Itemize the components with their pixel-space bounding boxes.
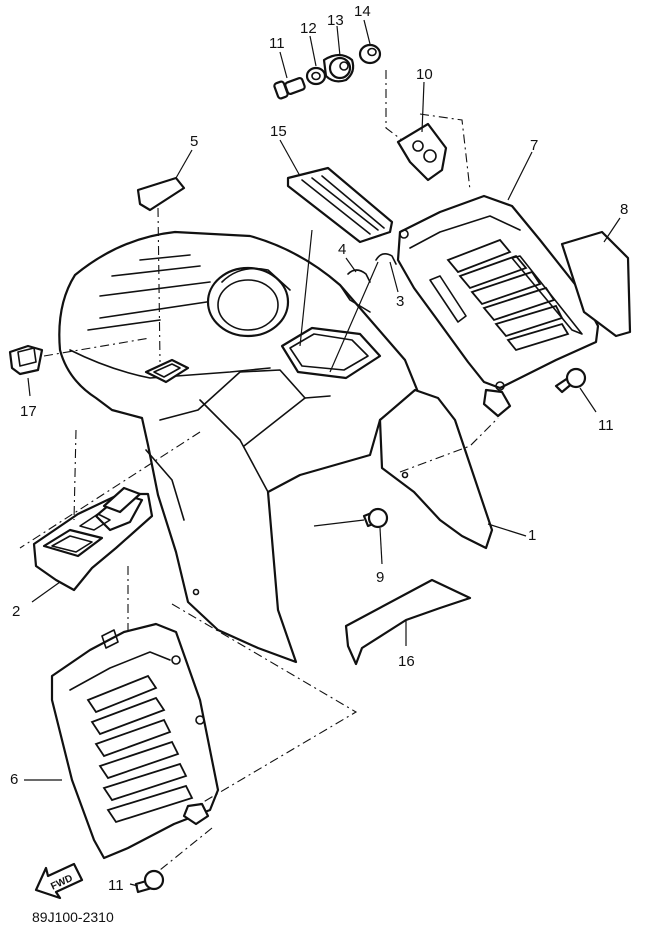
bolt-right (554, 367, 587, 394)
bolt-top (273, 77, 306, 100)
callout-12: 12 (300, 20, 317, 37)
callout-14: 14 (354, 3, 371, 20)
callout-8: 8 (620, 201, 628, 218)
callout-11-right: 11 (598, 417, 614, 434)
callout-11-bottom: 11 (108, 877, 124, 894)
callout-10: 10 (416, 66, 433, 83)
bolt-bottom (134, 869, 165, 894)
callout-17: 17 (20, 403, 37, 420)
grommet-part (322, 53, 355, 83)
bolt-9 (362, 507, 389, 529)
drawing-code: 89J100-2310 (32, 909, 114, 925)
callout-5: 5 (190, 133, 198, 150)
right-side-cover (396, 194, 600, 418)
connector-part (396, 122, 448, 182)
window-plate (286, 166, 394, 244)
fwd-arrow-icon: FWD (34, 862, 84, 900)
pad-part (560, 230, 632, 338)
clip-part (136, 176, 186, 212)
clip-3 (375, 252, 397, 265)
small-switch (8, 344, 44, 376)
washer-part (305, 66, 327, 86)
bracket-plate (344, 578, 472, 666)
collar-part (358, 43, 382, 65)
callout-9: 9 (376, 569, 384, 586)
callout-11-top: 11 (269, 35, 285, 52)
callout-3: 3 (396, 293, 404, 310)
main-body-panel (58, 230, 494, 664)
clip-4 (347, 269, 371, 283)
callout-7: 7 (530, 137, 538, 154)
switch-panel (32, 486, 154, 592)
callout-16: 16 (398, 653, 415, 670)
callout-4: 4 (338, 241, 346, 258)
callout-1: 1 (528, 527, 536, 544)
callout-15: 15 (270, 123, 287, 140)
left-side-cover (50, 622, 220, 860)
callout-2: 2 (12, 603, 20, 620)
callout-13: 13 (327, 12, 344, 29)
callout-6: 6 (10, 771, 18, 788)
